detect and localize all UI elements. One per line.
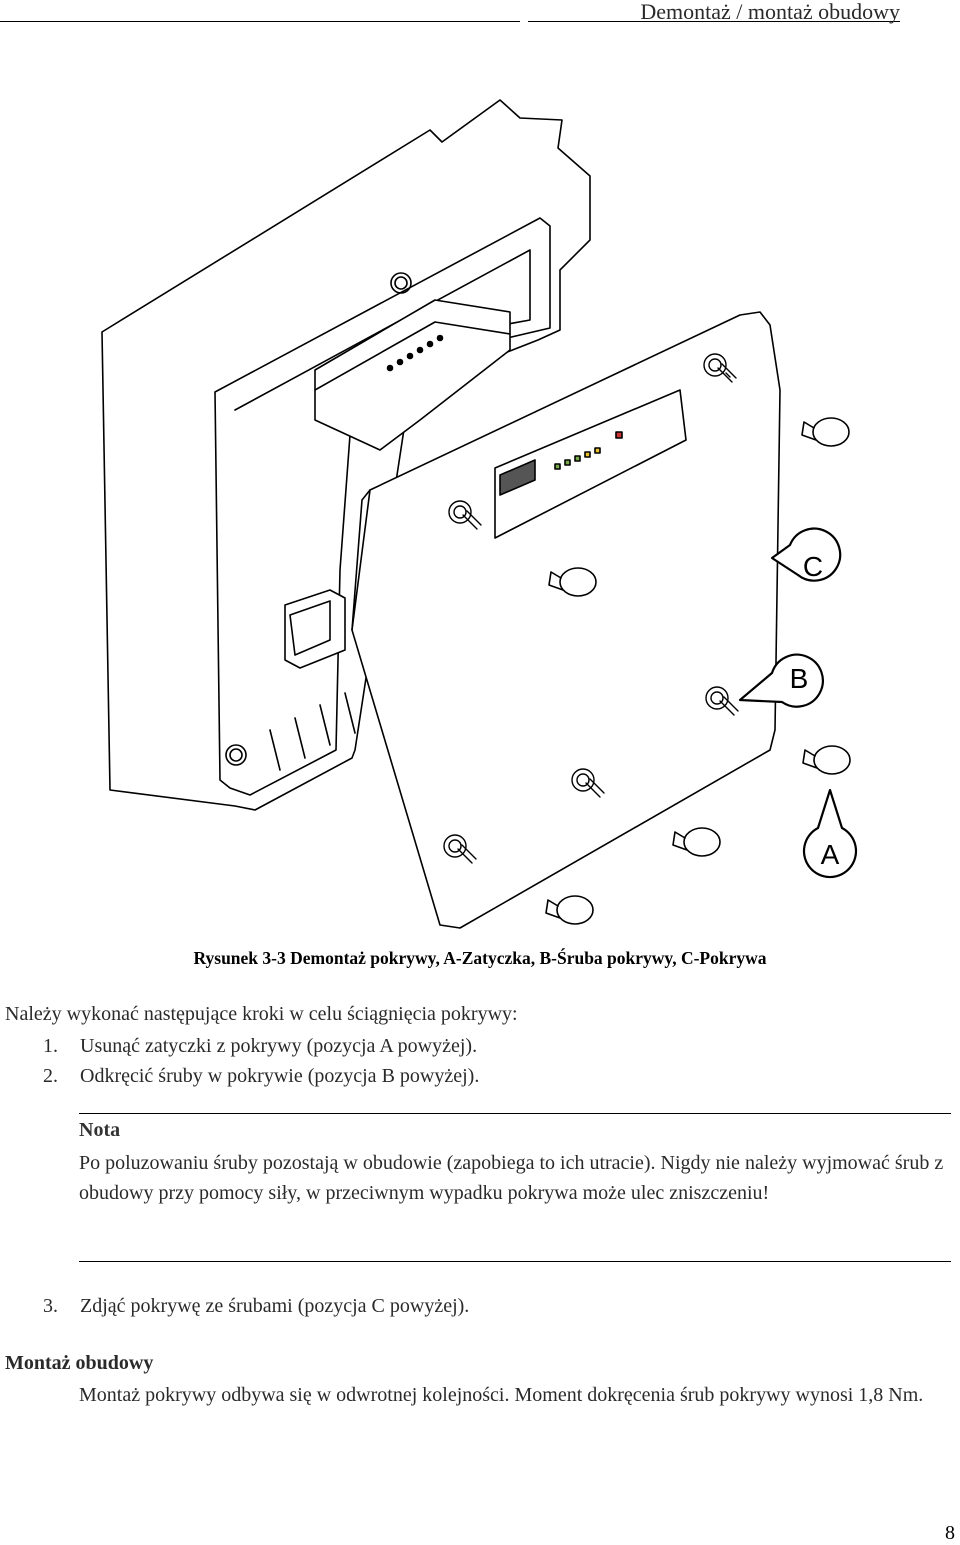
- note-divider: [79, 1113, 951, 1114]
- step-number: 2.: [43, 1065, 58, 1087]
- callout-a: A: [802, 788, 858, 879]
- cover-plug: [548, 567, 597, 597]
- note-divider: [79, 1261, 951, 1262]
- svg-text:B: B: [790, 663, 809, 694]
- cover-screw: [443, 834, 477, 864]
- cover-plug: [545, 895, 594, 925]
- step-text: Zdjąć pokrywę ze śrubami (pozycja C powy…: [80, 1295, 470, 1317]
- callout-c: C: [770, 527, 842, 582]
- header-rule: [0, 21, 520, 22]
- note-heading: Nota: [79, 1119, 121, 1141]
- cover-screw: [703, 353, 737, 383]
- internal-module: [314, 299, 511, 451]
- enclosure-cover-illustration: C B A: [101, 99, 858, 929]
- intro-text: Należy wykonać następujące kroki w celu …: [5, 1003, 518, 1025]
- svg-text:A: A: [821, 839, 840, 870]
- callout-b: B: [738, 653, 824, 708]
- cover-label-area: [494, 389, 687, 539]
- section-text: Montaż pokrywy odbywa się w odwrotnej ko…: [79, 1384, 924, 1406]
- figure-caption: Rysunek 3-3 Demontaż pokrywy, A-Zatyczka…: [193, 948, 767, 968]
- cover-screw: [705, 686, 739, 716]
- step-text: Odkręcić śruby w pokrywie (pozycja B pow…: [80, 1065, 480, 1087]
- step-number: 3.: [43, 1295, 58, 1317]
- page-header-title: Demontaż / montaż obudowy: [640, 0, 900, 24]
- note-text: Po poluzowaniu śruby pozostają w obudowi…: [79, 1152, 944, 1204]
- cover-panel: [351, 311, 781, 929]
- cover-plug: [802, 745, 851, 775]
- cover-plug: [801, 417, 850, 447]
- svg-text:C: C: [803, 551, 823, 582]
- cover-screw: [571, 768, 605, 798]
- cover-plug: [672, 827, 721, 857]
- housing-inner-frame: [214, 217, 551, 796]
- section-heading: Montaż obudowy: [5, 1352, 154, 1374]
- step-text: Usunąć zatyczki z pokrywy (pozycja A pow…: [80, 1035, 478, 1057]
- step-number: 1.: [43, 1035, 58, 1057]
- header-rule: [528, 21, 900, 22]
- cover-screw: [448, 500, 482, 530]
- page-number: 8: [945, 1522, 955, 1544]
- housing-body: [101, 99, 591, 811]
